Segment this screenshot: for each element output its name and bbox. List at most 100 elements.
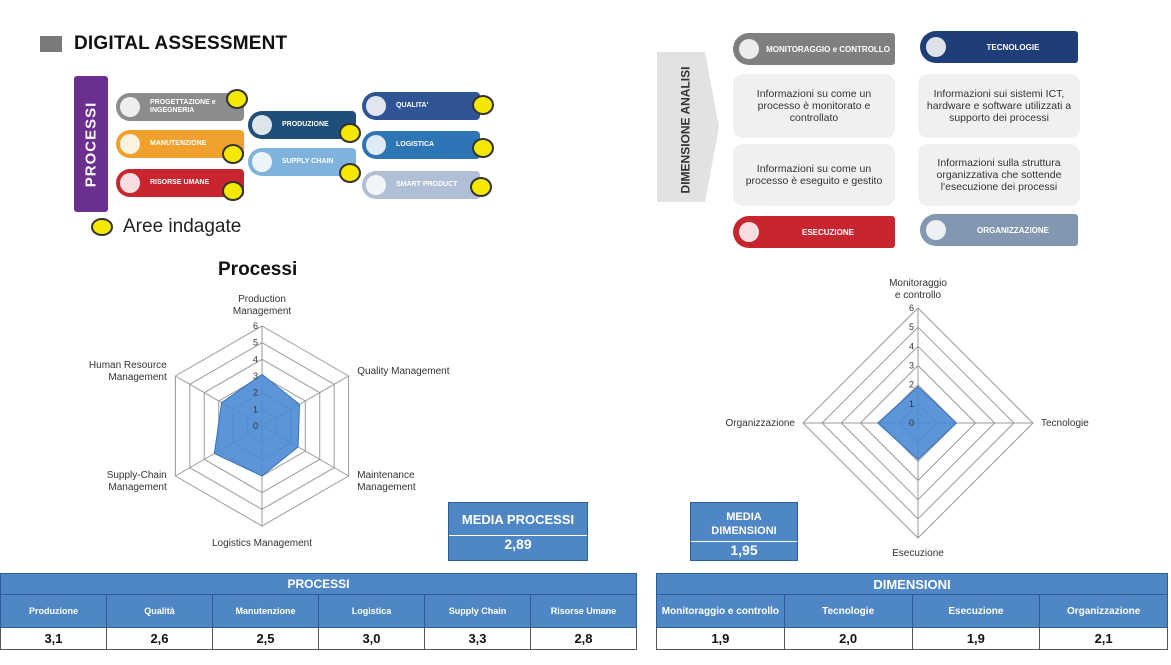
processi-table-value: 3,3 [424, 627, 531, 650]
dimensioni-table-value: 2,0 [783, 627, 913, 650]
description-monitoraggio: Informazioni su come un processo è monit… [733, 74, 895, 138]
people-icon [120, 173, 140, 193]
dimensioni-table-header: Organizzazione [1039, 594, 1168, 628]
dimensioni-table: DIMENSIONI Monitoraggio e controllo Tecn… [656, 573, 1168, 650]
processi-table-value: 3,1 [0, 627, 107, 650]
marker-dot-smart-product [470, 177, 492, 197]
media-dimensioni-box: MEDIA DIMENSIONI 1,95 [690, 502, 798, 561]
processi-table-value: 3,0 [318, 627, 425, 650]
marker-dot-logistica [472, 138, 494, 158]
marker-dot-qualita [472, 95, 494, 115]
media-dimensioni-label: MEDIA DIMENSIONI [711, 511, 777, 537]
description-organizzazione: Informazioni sulla struttura organizzati… [918, 144, 1080, 206]
media-dimensioni-value: 1,95 [691, 541, 797, 558]
radar-tick-label: 2 [909, 380, 914, 390]
radar-axis-label: Quality Management [357, 366, 449, 377]
media-processi-label: MEDIA PROCESSI [461, 512, 575, 527]
product-icon [366, 175, 386, 195]
gears-icon [739, 222, 759, 242]
processi-table-header: Produzione [0, 594, 107, 628]
radar-tick-label: 0 [253, 421, 258, 431]
radar-axis-label: Organizzazione [726, 418, 796, 429]
process-tile-supply-chain: SUPPLY CHAIN [248, 148, 356, 176]
dimensioni-table-header: Tecnologie [783, 594, 913, 628]
header-square-icon [40, 36, 62, 52]
dimensioni-table-value: 1,9 [656, 627, 785, 650]
processi-table-title: PROCESSI [0, 573, 637, 595]
radar-tick-label: 6 [253, 321, 258, 331]
marker-dot-supply-chain [339, 163, 361, 183]
dimensioni-table-header: Esecuzione [911, 594, 1041, 628]
process-tile-manutenzione: MANUTENZIONE [116, 130, 244, 158]
media-processi-box: MEDIA PROCESSI 2,89 [448, 502, 588, 561]
legend-marker-dot [91, 218, 113, 236]
radar-tick-label: 1 [253, 404, 258, 414]
radar-tick-label: 3 [909, 361, 914, 371]
dimensioni-table-value: 2,1 [1039, 627, 1168, 650]
radar-series-area [877, 385, 958, 461]
processi-table-value: 2,8 [530, 627, 637, 650]
dimension-arrow-shape [657, 52, 719, 202]
processi-table-value: 2,5 [212, 627, 319, 650]
process-tile-qualita: QUALITA' [362, 92, 480, 120]
dimensioni-table-title: DIMENSIONI [656, 573, 1168, 595]
quality-icon [366, 96, 386, 116]
description-esecuzione: Informazioni su come un processo è esegu… [733, 144, 895, 206]
page-title: DIGITAL ASSESSMENT [74, 33, 288, 54]
description-tecnologie: Informazioni sui sistemi ICT, hardware e… [918, 74, 1080, 138]
dimension-header-monitoraggio: MONITORAGGIO e CONTROLLO [733, 33, 895, 65]
marker-dot-produzione [339, 123, 361, 143]
legend-label: Aree indagate [123, 216, 242, 237]
process-tile-progettazione: PROGETTAZIONE e INGEGNERIA [116, 93, 244, 121]
radar-tick-label: 6 [909, 303, 914, 313]
processi-table-header: Risorse Umane [530, 594, 637, 628]
dimensioni-table-header: Monitoraggio e controllo [656, 594, 785, 628]
processi-side-label-text: PROCESSI [82, 101, 100, 187]
chain-icon [252, 152, 272, 172]
marker-dot-risorse-umane [222, 181, 244, 201]
marker-dot-manutenzione [222, 144, 244, 164]
radar-tick-label: 4 [253, 354, 258, 364]
process-tile-logistica: LOGISTICA [362, 131, 480, 159]
media-processi-value: 2,89 [449, 535, 587, 552]
org-chart-icon [926, 220, 946, 240]
radar-axis-label: Tecnologie [1041, 418, 1089, 429]
radar-tick-label: 3 [253, 371, 258, 381]
marker-dot-progettazione [226, 89, 248, 109]
radar-tick-label: 5 [909, 322, 914, 332]
processi-table-header: Logistica [318, 594, 425, 628]
dimensione-analisi-label: DIMENSIONE ANALISI [678, 66, 692, 194]
radar-tick-label: 1 [909, 399, 914, 409]
processi-table: PROCESSI Produzione Qualità Manutenzione… [0, 573, 637, 650]
dimension-header-esecuzione: ESECUZIONE [733, 216, 895, 248]
dimension-header-tecnologie: TECNOLOGIE [920, 31, 1078, 63]
processi-table-header: Supply Chain [424, 594, 531, 628]
processi-side-label: PROCESSI [74, 76, 108, 212]
radar-tick-label: 0 [909, 418, 914, 428]
processi-chart-title: Processi [218, 259, 298, 280]
monitor-icon [739, 39, 759, 59]
radar-tick-label: 2 [253, 388, 258, 398]
radar-axis-label: Logistics Management [212, 538, 312, 549]
radar-axis-label: Esecuzione [892, 548, 944, 559]
process-tile-smart-product: SMART PRODUCT [362, 171, 480, 199]
radar-series-area [213, 373, 301, 477]
processi-table-header: Qualità [106, 594, 213, 628]
process-tile-produzione: PRODUZIONE [248, 111, 356, 139]
processi-table-value: 2,6 [106, 627, 213, 650]
truck-icon [366, 135, 386, 155]
design-icon [120, 97, 140, 117]
dimensioni-table-value: 1,9 [911, 627, 1041, 650]
computer-icon [926, 37, 946, 57]
tools-icon [120, 134, 140, 154]
factory-icon [252, 115, 272, 135]
radar-tick-label: 4 [909, 341, 914, 351]
processi-table-header: Manutenzione [212, 594, 319, 628]
